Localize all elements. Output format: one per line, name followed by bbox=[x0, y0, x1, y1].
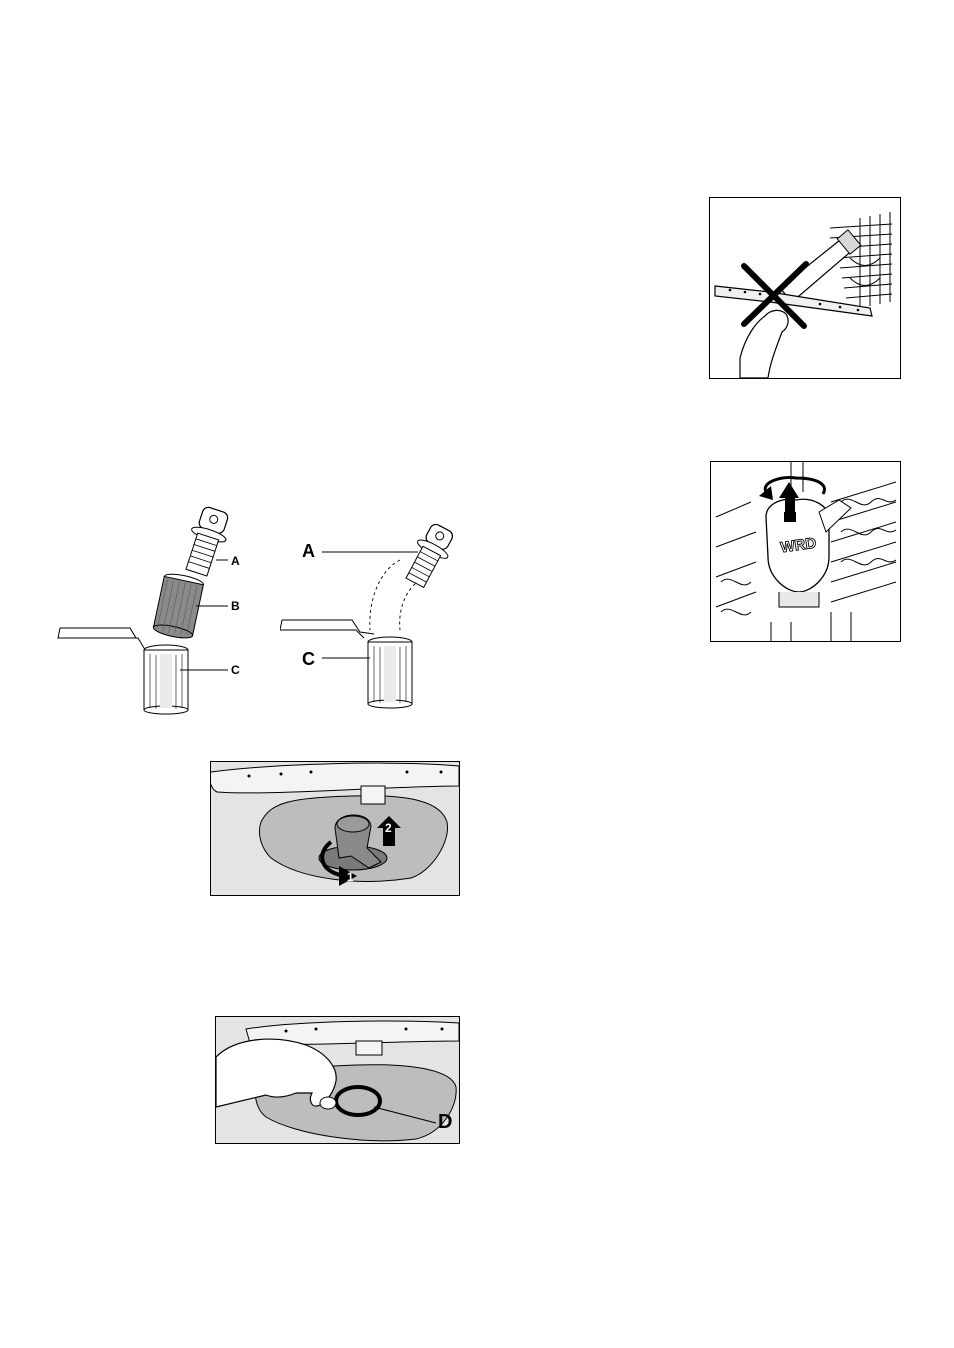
label-a: A bbox=[302, 542, 315, 560]
filter-exploded-illustration bbox=[56, 500, 256, 718]
label-d: D bbox=[438, 1112, 452, 1132]
lift-arrow-base bbox=[784, 512, 796, 522]
floor-plate bbox=[280, 620, 374, 638]
filter-a-part bbox=[179, 504, 234, 578]
label-b: B bbox=[231, 600, 240, 612]
filter-c-part bbox=[144, 645, 188, 714]
floor-plate bbox=[58, 628, 156, 650]
upper-arm-nut-illustration: WRD bbox=[711, 462, 900, 641]
step-2-label: 2 bbox=[385, 822, 392, 834]
nut-base bbox=[779, 592, 819, 607]
figure-sump-seal: D bbox=[215, 1016, 460, 1144]
spray-arm-warning-illustration bbox=[710, 198, 900, 378]
figure-filter-exploded: A B C bbox=[56, 500, 256, 718]
figure-filter-assembled: A C bbox=[280, 520, 470, 716]
figure-filter-removal: 1 2 bbox=[210, 761, 460, 896]
figure-spray-arm-warning bbox=[709, 197, 901, 379]
label-c: C bbox=[302, 650, 315, 668]
step-1-label: 1 bbox=[347, 871, 354, 883]
label-a: A bbox=[231, 555, 240, 567]
arm-shaft bbox=[356, 1041, 382, 1055]
figure-upper-arm-nut: WRD bbox=[710, 461, 901, 642]
label-c: C bbox=[231, 664, 240, 676]
filter-removal-illustration bbox=[211, 762, 459, 895]
filter-c-part bbox=[368, 637, 412, 708]
side-arm bbox=[819, 500, 851, 532]
sump-seal-illustration bbox=[216, 1017, 459, 1143]
spray-arm bbox=[211, 763, 459, 793]
hand bbox=[216, 1039, 336, 1107]
arm-shaft bbox=[361, 786, 385, 804]
filter-a-part bbox=[400, 520, 459, 591]
